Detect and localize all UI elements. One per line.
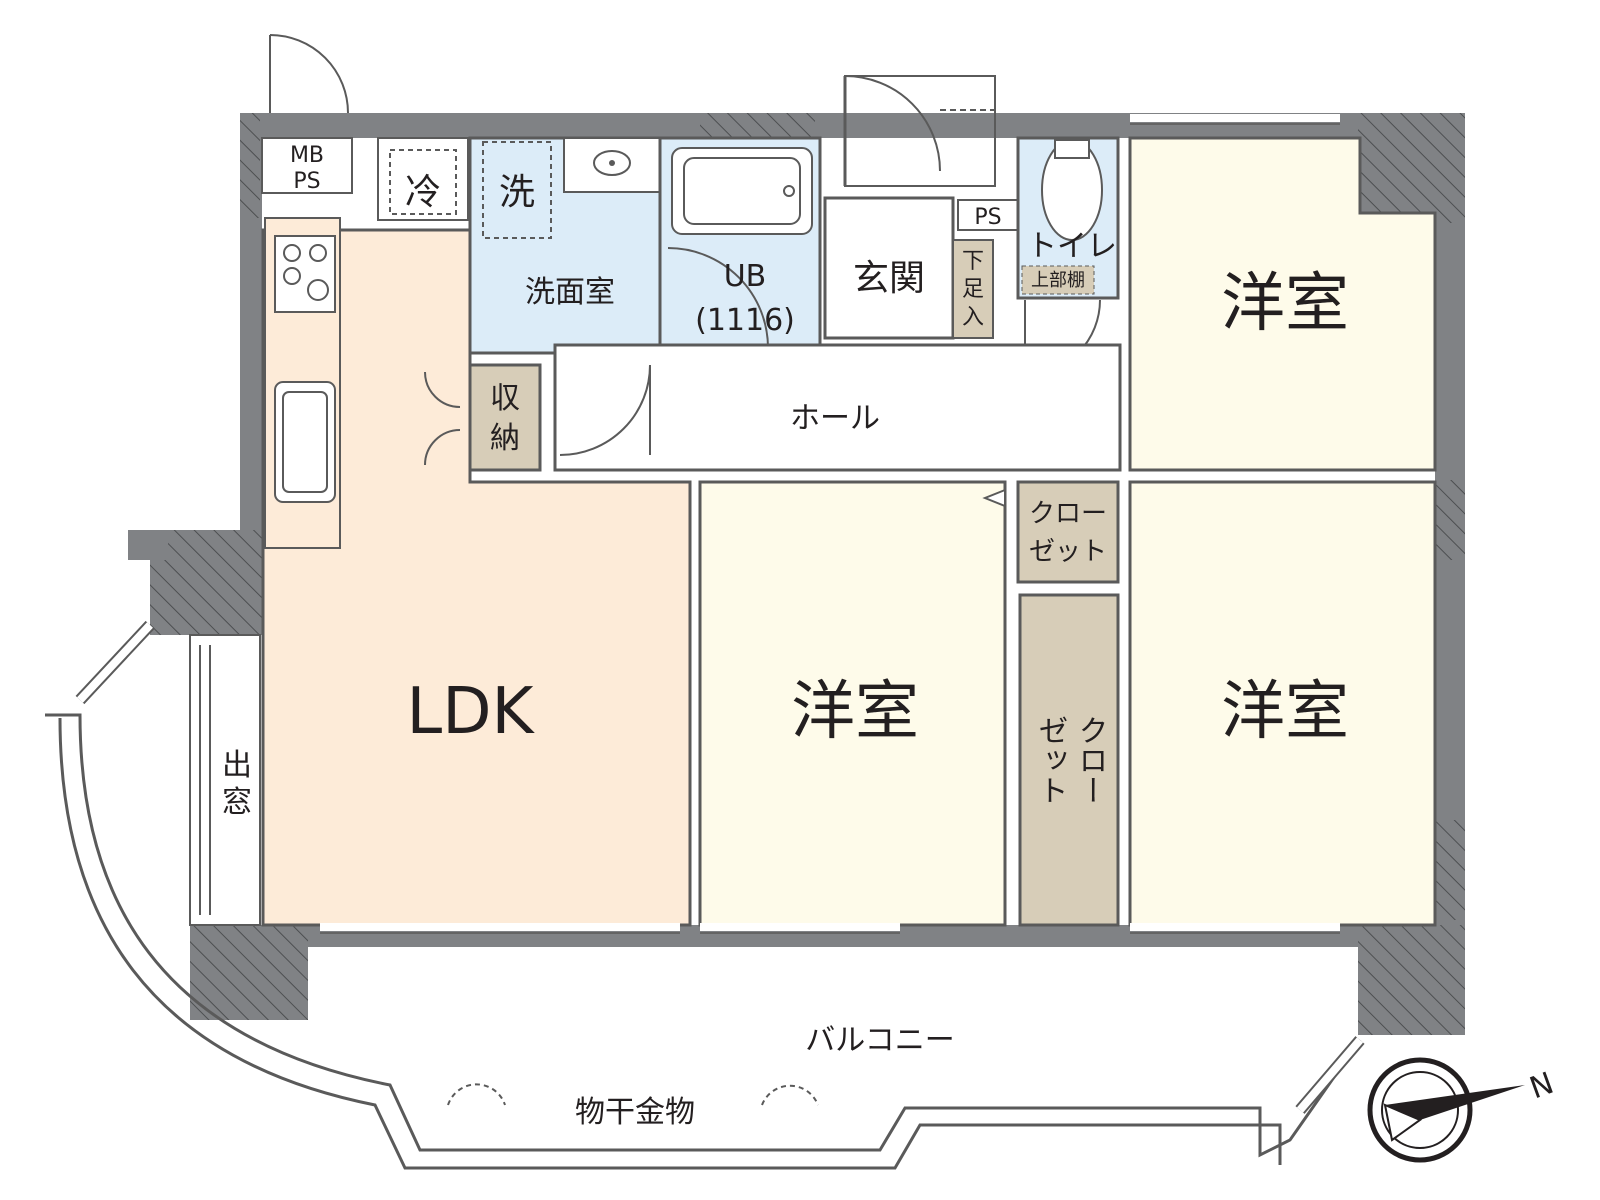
mbps-label-top: MB — [290, 143, 324, 168]
closet-tall-label-col2: ゼット — [1033, 715, 1068, 805]
closet-small — [1016, 480, 1120, 584]
shoe-cabinet — [952, 239, 994, 339]
south-windows — [320, 114, 1340, 934]
fridge-label: 冷 — [405, 172, 441, 213]
hall-label: ホール — [790, 401, 880, 436]
drying-hardware-label: 物干金物 — [575, 1095, 695, 1130]
compass-north-label: N — [1525, 1066, 1558, 1107]
closet-small-label-1: クロー — [1029, 499, 1107, 529]
storage-label-1: 収 — [490, 381, 520, 416]
room-north-east — [1128, 136, 1437, 472]
ldk-storage — [468, 363, 542, 472]
toilet-label: トイレ — [1027, 229, 1117, 264]
entrance — [823, 196, 955, 340]
bay-window — [189, 634, 261, 926]
pipe-space — [957, 199, 1019, 231]
upper-shelf — [1021, 265, 1095, 295]
shoe-cabinet-label-1: 下 — [962, 249, 984, 274]
washer-space — [482, 141, 552, 239]
room-south-east-label: 洋室 — [1221, 675, 1349, 749]
closet-tall — [1018, 593, 1120, 927]
entrance-label: 玄関 — [853, 258, 925, 299]
balcony-outline — [45, 713, 1362, 1158]
bay-window-label-1: 出 — [222, 748, 252, 783]
closet-tall-label-col1: クロー — [1073, 715, 1108, 805]
bathtub-icon — [671, 147, 813, 235]
mbps-box — [261, 137, 353, 194]
sink-icon — [274, 381, 336, 503]
ps-label: PS — [974, 205, 1001, 230]
room-center-label: 洋室 — [791, 675, 919, 749]
shoe-cabinet-label-2: 足 — [962, 277, 984, 302]
shoe-cabinet-label-3: 入 — [962, 305, 984, 330]
washroom-label: 洗面室 — [525, 275, 615, 310]
closet-small-label-2: ゼット — [1029, 537, 1107, 567]
washer-label: 洗 — [499, 172, 535, 213]
ub-label-top: UB — [724, 259, 767, 294]
ldk-label: LDK — [407, 675, 536, 749]
mbps-label-bottom: PS — [293, 169, 320, 194]
compass-icon — [1367, 1057, 1525, 1163]
fridge-space — [377, 137, 469, 221]
room-north-east-label: 洋室 — [1221, 267, 1349, 341]
bay-window-label-2: 窓 — [222, 785, 252, 820]
upper-shelf-label: 上部棚 — [1031, 270, 1085, 291]
storage-label-2: 納 — [490, 421, 520, 456]
ub-label-bottom: (1116) — [695, 303, 795, 338]
balcony-label: バルコニー — [805, 1023, 954, 1058]
